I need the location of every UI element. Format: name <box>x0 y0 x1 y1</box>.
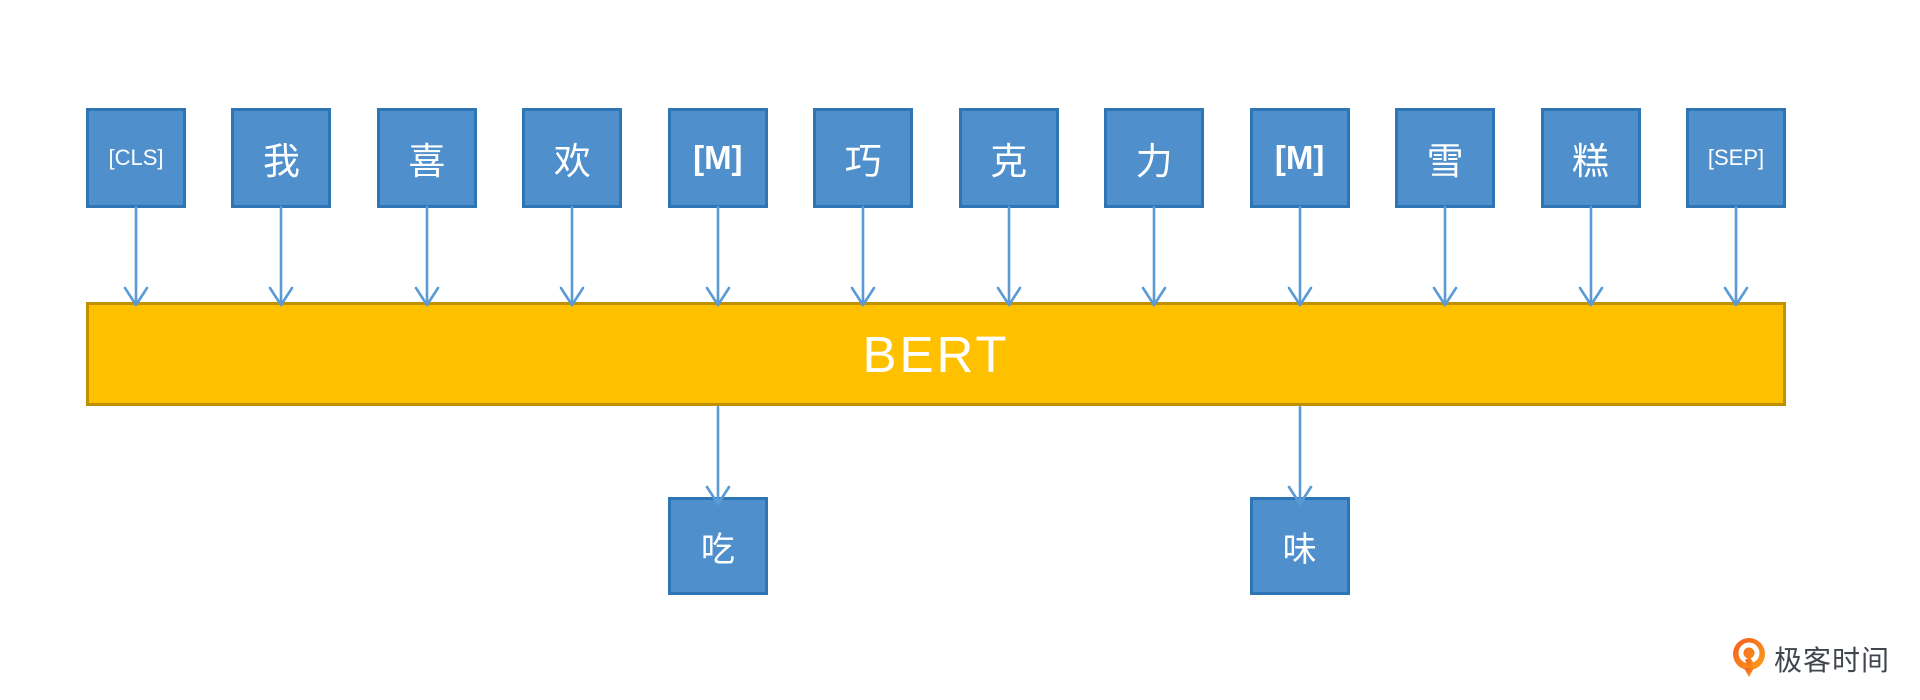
input-arrow-down-icon <box>560 205 585 307</box>
input-token-row: [CLS] 我 喜 欢 [M] 巧 克 力 [M] 雪 糕 [SEP] <box>86 108 1786 208</box>
input-token-box: 力 <box>1104 108 1205 208</box>
input-token-label: 力 <box>1135 141 1173 182</box>
input-arrow-down-icon <box>123 205 149 307</box>
input-token-box: [M] <box>667 108 768 208</box>
input-token-label: 喜 <box>408 141 446 182</box>
input-arrow-down-icon <box>1287 205 1312 307</box>
geektime-logo-icon <box>1733 638 1765 677</box>
input-token-box: 巧 <box>813 108 914 208</box>
input-token-box: [M] <box>1249 108 1350 208</box>
input-token-label: 克 <box>990 141 1028 182</box>
input-arrow-down-icon <box>269 205 294 307</box>
input-arrow-down-icon <box>1723 205 1749 307</box>
input-arrow-down-icon <box>1141 205 1167 307</box>
input-arrow-down-icon <box>996 205 1022 307</box>
brand-watermark: 极客时间 <box>1731 637 1890 681</box>
input-token-label: [M] <box>1274 139 1325 176</box>
input-token-box: 雪 <box>1395 108 1496 208</box>
bert-model-label: BERT <box>862 325 1010 383</box>
output-prediction-box: 吃 <box>667 497 768 595</box>
input-token-box: [CLS] <box>86 108 186 208</box>
input-arrow-down-icon <box>414 205 440 307</box>
input-token-box: 糕 <box>1540 108 1641 208</box>
input-token-box: 我 <box>231 108 332 208</box>
output-arrow-down-icon <box>1287 405 1312 506</box>
output-arrow-down-icon <box>705 405 731 506</box>
output-prediction-label: 味 <box>1282 530 1317 569</box>
input-token-box: 欢 <box>522 108 623 208</box>
input-token-box: 喜 <box>376 108 477 208</box>
input-token-label: [SEP] <box>1707 145 1765 170</box>
input-token-label: 雪 <box>1426 141 1464 182</box>
input-token-label: [M] <box>693 139 743 176</box>
input-arrow-down-icon <box>705 205 731 307</box>
output-prediction-box: 味 <box>1249 497 1350 595</box>
input-token-label: 欢 <box>553 141 591 182</box>
input-arrow-down-icon <box>1432 205 1458 307</box>
input-token-box: 克 <box>958 108 1059 208</box>
output-prediction-label: 吃 <box>700 530 735 569</box>
bert-model-bar: BERT <box>86 302 1786 406</box>
input-token-label: 巧 <box>844 141 882 182</box>
input-arrow-down-icon <box>1578 205 1603 307</box>
brand-name-text: 极客时间 <box>1774 645 1891 676</box>
input-token-box: [SEP] <box>1686 108 1786 208</box>
input-arrow-down-icon <box>850 205 876 307</box>
input-token-label: 糕 <box>1572 141 1610 182</box>
input-token-label: [CLS] <box>108 145 164 170</box>
input-token-label: 我 <box>262 141 300 182</box>
